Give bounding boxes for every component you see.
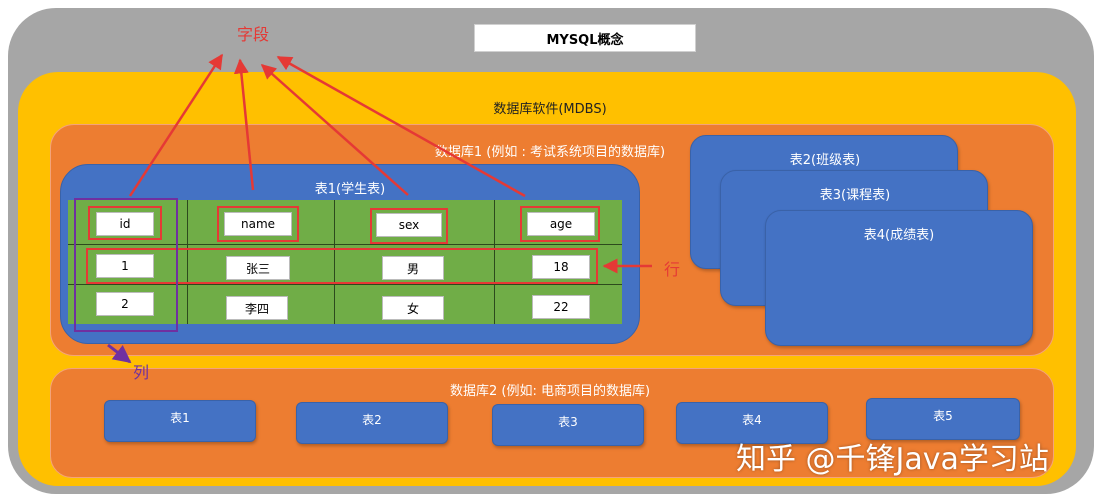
table-4-label: 表4(成绩表) bbox=[863, 228, 935, 243]
table-cell: 女 bbox=[382, 296, 444, 320]
table-1-label: 表1(学生表) bbox=[314, 182, 386, 197]
table-cell: 22 bbox=[532, 295, 590, 319]
column-highlight bbox=[74, 198, 178, 332]
table-cell: 李四 bbox=[226, 296, 288, 320]
table-cell: 18 bbox=[532, 255, 590, 279]
database-2-label: 数据库2 (例如: 电商项目的数据库) bbox=[449, 384, 651, 399]
db2-table-3: 表3 bbox=[492, 404, 644, 446]
table-cell: 2 bbox=[96, 292, 154, 316]
row-highlight bbox=[86, 248, 598, 284]
table-4-card bbox=[765, 210, 1033, 346]
field-annotation-label: 字段 bbox=[237, 25, 270, 44]
field-highlight-id bbox=[88, 206, 162, 240]
db2-table-2: 表2 bbox=[296, 402, 448, 444]
header-cell-id: id bbox=[96, 212, 154, 236]
watermark: 知乎 @千锋Java学习站 bbox=[736, 442, 1049, 477]
row-annotation-label: 行 bbox=[664, 260, 681, 279]
dbms-label: 数据库软件(MDBS) bbox=[493, 102, 607, 117]
grid-row-line bbox=[68, 284, 622, 285]
field-arrow-name bbox=[233, 58, 255, 191]
diagram-title: MYSQL概念 bbox=[474, 24, 696, 52]
header-cell-name: name bbox=[224, 212, 292, 236]
db2-table-5: 表5 bbox=[866, 398, 1020, 440]
grid-col-line bbox=[187, 200, 188, 324]
table-3-label: 表3(课程表) bbox=[819, 188, 891, 203]
database-1-label: 数据库1 (例如 : 考试系统项目的数据库) bbox=[434, 145, 666, 160]
grid-col-line bbox=[494, 200, 495, 324]
column-annotation-label: 列 bbox=[133, 363, 150, 382]
table-cell: 张三 bbox=[226, 256, 290, 280]
table-cell: 1 bbox=[96, 254, 154, 278]
field-arrow-sex bbox=[260, 64, 409, 196]
grid-row-line bbox=[68, 244, 622, 245]
db2-table-4: 表4 bbox=[676, 402, 828, 444]
field-highlight-name bbox=[217, 206, 299, 242]
header-cell-sex: sex bbox=[376, 213, 442, 237]
field-arrow-age bbox=[276, 55, 526, 198]
db2-table-1: 表1 bbox=[104, 400, 256, 442]
table-2-label: 表2(班级表) bbox=[789, 153, 861, 168]
column-arrow bbox=[107, 343, 132, 364]
header-cell-age: age bbox=[527, 212, 595, 236]
field-highlight-age bbox=[520, 206, 600, 242]
field-highlight-sex bbox=[370, 208, 448, 244]
field-arrow-id bbox=[128, 53, 224, 197]
grid-col-line bbox=[334, 200, 335, 324]
table-cell: 男 bbox=[382, 256, 444, 280]
